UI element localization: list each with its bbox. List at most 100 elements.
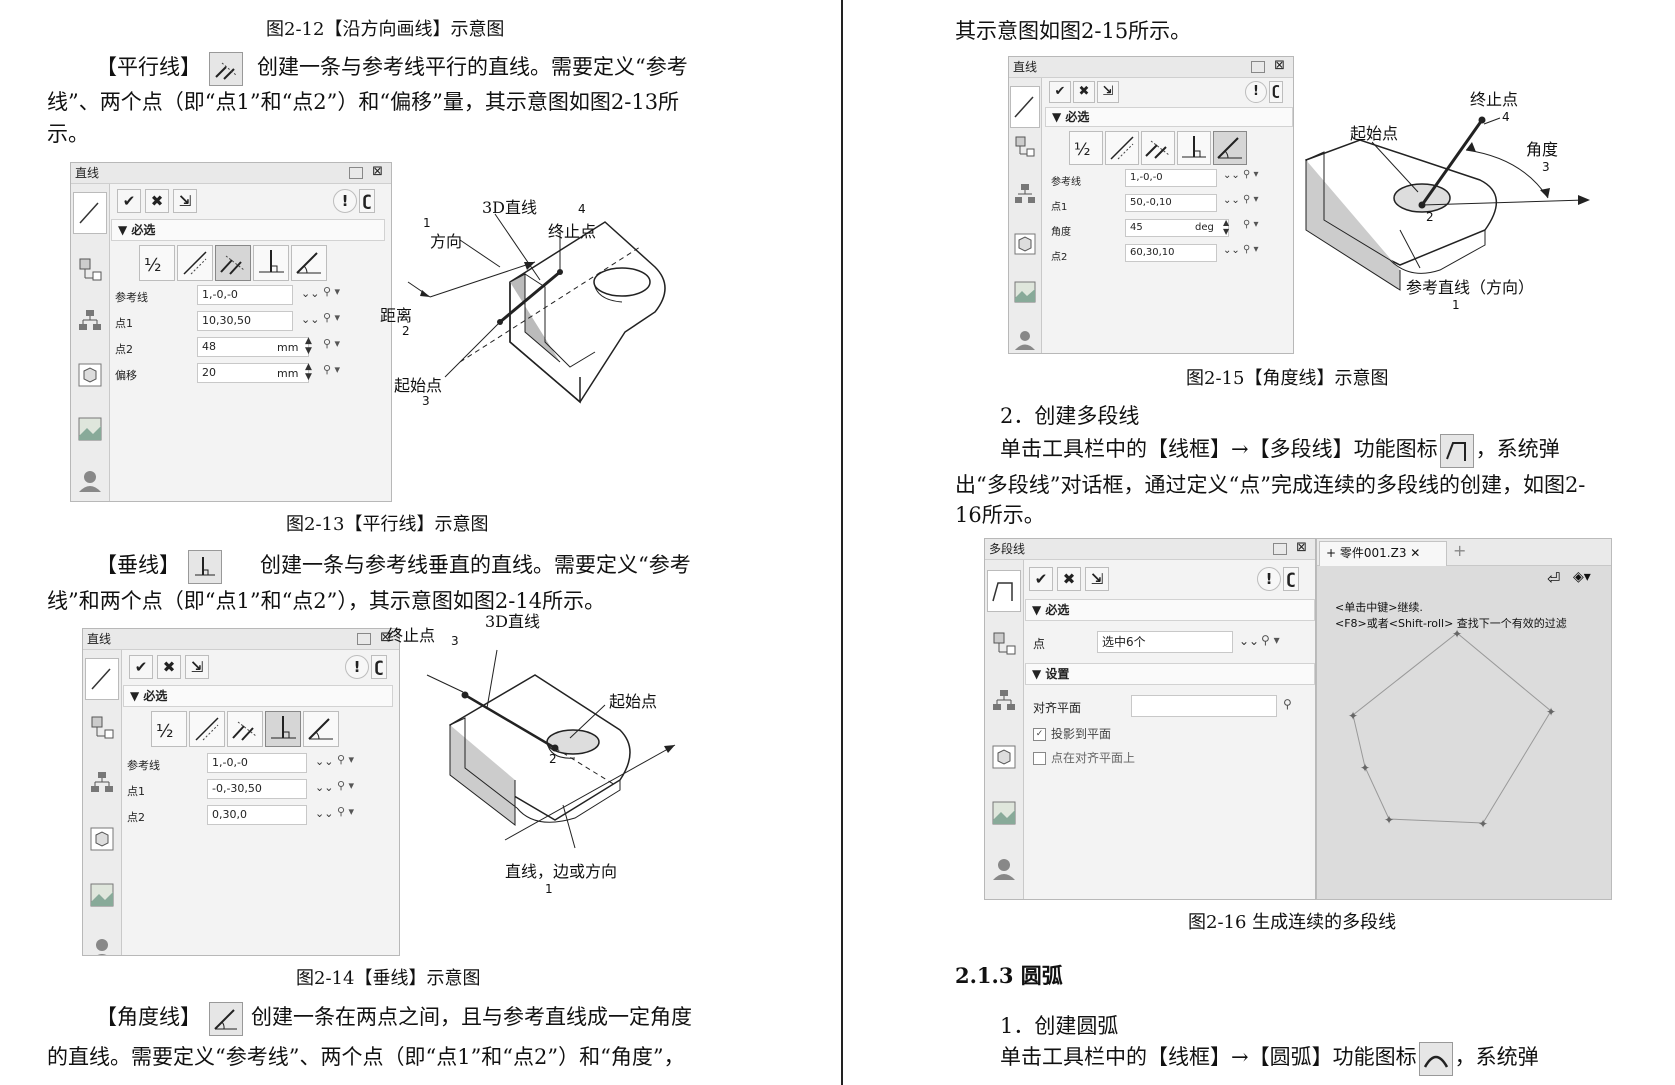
chevron-down-icon[interactable]: ⌄⌄ [1223,170,1240,181]
line-tool-icon[interactable] [1010,86,1040,128]
chevron-down-icon[interactable]: ⌄⌄ [315,781,334,794]
reference-line-input[interactable]: 1,-0,-0 [197,285,293,305]
point1-input[interactable]: 10,30,50 [197,311,293,331]
help-button[interactable]: ʗ [359,189,375,213]
line-tool-icon[interactable] [73,192,107,234]
close-icon[interactable]: ⊠ [1274,58,1285,73]
chevron-down-icon[interactable]: ⌄⌄ [301,313,320,326]
image-view-icon[interactable] [1013,280,1039,306]
reference-line-input[interactable]: 1,-0,-0 [1125,169,1217,187]
checkbox-point-on-plane[interactable]: 点在对齐平面上 [1033,749,1135,766]
cancel-button[interactable]: ✖ [1073,81,1095,103]
ok-button[interactable]: ✔ [1049,81,1071,103]
3d-view-icon[interactable] [991,744,1017,770]
type-midpoint-button[interactable]: ½ [139,245,175,281]
pick-filter-icon[interactable]: ⚲ ▾ [337,779,355,792]
pick-filter-icon[interactable]: ⚲ ▾ [323,311,341,324]
exit-view-icon[interactable]: ⏎ [1547,569,1561,588]
ok-button[interactable]: ✔ [129,655,153,679]
type-two-point-button[interactable] [177,245,213,281]
restore-icon[interactable] [349,167,363,179]
reference-line-input[interactable]: 1,-0,-0 [207,753,307,773]
render-mode-icon[interactable]: ◈▾ [1573,569,1591,585]
close-icon[interactable]: ⊠ [372,164,383,179]
point1-input[interactable]: -0,-30,50 [207,779,307,799]
history-tree-icon[interactable] [89,714,115,740]
chevron-down-icon[interactable]: ⌄⌄ [315,807,334,820]
assembly-tree-icon[interactable] [991,688,1017,714]
restore-icon[interactable] [1251,61,1265,73]
pick-filter-icon[interactable]: ⚲ ▾ [337,805,355,818]
pick-filter-icon[interactable]: ⚲ ▾ [323,337,341,350]
point1-input[interactable]: 50,-0,10 [1125,194,1217,212]
section-required[interactable]: ▼ 必选 [123,685,393,707]
user-icon[interactable] [77,468,103,494]
info-button[interactable]: ! [1257,567,1281,591]
point2-input[interactable]: 48 [197,337,309,357]
point2-input[interactable]: 0,30,0 [207,805,307,825]
pick-filter-icon[interactable]: ⚲ ▾ [1243,169,1259,180]
pick-filter-icon[interactable]: ⚲ ▾ [337,753,355,766]
point2-input[interactable]: 60,30,10 [1125,244,1217,262]
image-view-icon[interactable] [991,800,1017,826]
type-angle-button[interactable] [1213,131,1247,165]
help-button[interactable]: ʗ [1269,81,1283,103]
assembly-tree-icon[interactable] [89,770,115,796]
point-input[interactable]: 选中6个 [1097,631,1233,653]
checkbox-checked[interactable]: ✓ [1033,728,1046,741]
offset-input[interactable]: 20 [197,363,309,383]
user-icon[interactable] [991,856,1017,882]
pick-filter-icon[interactable]: ⚲ ▾ [323,363,341,376]
info-button[interactable]: ! [1245,81,1267,103]
type-midpoint-button[interactable]: ½ [151,711,187,747]
help-button[interactable]: ʗ [371,655,387,679]
help-button[interactable]: ʗ [1283,567,1299,591]
align-plane-input[interactable] [1131,695,1277,717]
type-two-point-button[interactable] [1105,131,1139,165]
pick-filter-icon[interactable]: ⚲ ▾ [1261,633,1280,647]
image-view-icon[interactable] [89,882,115,908]
ok-button[interactable]: ✔ [1029,567,1053,591]
apply-button[interactable]: ⇲ [1097,81,1119,103]
apply-button[interactable]: ⇲ [173,189,197,213]
user-icon[interactable] [1013,328,1039,353]
pick-filter-icon[interactable]: ⚲ ▾ [323,285,341,298]
tab-close-icon[interactable]: ✕ [1410,546,1421,560]
type-angle-button[interactable] [303,711,339,747]
assembly-tree-icon[interactable] [1013,182,1039,208]
type-angle-button[interactable] [291,245,327,281]
chevron-down-icon[interactable]: ⌄⌄ [1223,195,1240,206]
section-required[interactable]: ▼ 必选 [1025,599,1315,621]
spinner-icon[interactable]: ▲▼ [305,336,312,356]
checkbox-unchecked[interactable] [1033,752,1046,765]
spinner-icon[interactable]: ▲▼ [1223,218,1230,236]
angle-input[interactable]: 45 [1125,219,1229,237]
3d-view-icon[interactable] [1013,232,1039,258]
checkbox-project-to-plane[interactable]: ✓投影到平面 [1033,725,1111,742]
close-icon[interactable]: ⊠ [1296,540,1307,555]
apply-button[interactable]: ⇲ [185,655,209,679]
spinner-icon[interactable]: ▲▼ [305,362,312,382]
restore-icon[interactable] [1273,543,1287,555]
new-tab-icon[interactable]: + [1453,541,1467,560]
history-tree-icon[interactable] [991,630,1017,656]
apply-button[interactable]: ⇲ [1085,567,1109,591]
section-settings[interactable]: ▼ 设置 [1025,663,1315,685]
type-parallel-button[interactable] [215,245,251,281]
type-parallel-button[interactable] [1141,131,1175,165]
type-parallel-button[interactable] [227,711,263,747]
info-button[interactable]: ! [333,189,357,213]
pick-filter-icon[interactable]: ⚲ ▾ [1243,194,1259,205]
3d-view-icon[interactable] [89,826,115,852]
assembly-tree-icon[interactable] [77,308,103,334]
polyline-tool-icon[interactable] [987,570,1021,612]
ok-button[interactable]: ✔ [117,189,141,213]
section-required[interactable]: ▼ 必选 [111,219,385,241]
chevron-down-icon[interactable]: ⌄⌄ [315,755,334,768]
chevron-down-icon[interactable]: ⌄⌄ [1239,634,1260,648]
cancel-button[interactable]: ✖ [157,655,181,679]
restore-icon[interactable] [357,633,371,645]
cancel-button[interactable]: ✖ [1057,567,1081,591]
info-button[interactable]: ! [345,655,369,679]
image-view-icon[interactable] [77,416,103,442]
